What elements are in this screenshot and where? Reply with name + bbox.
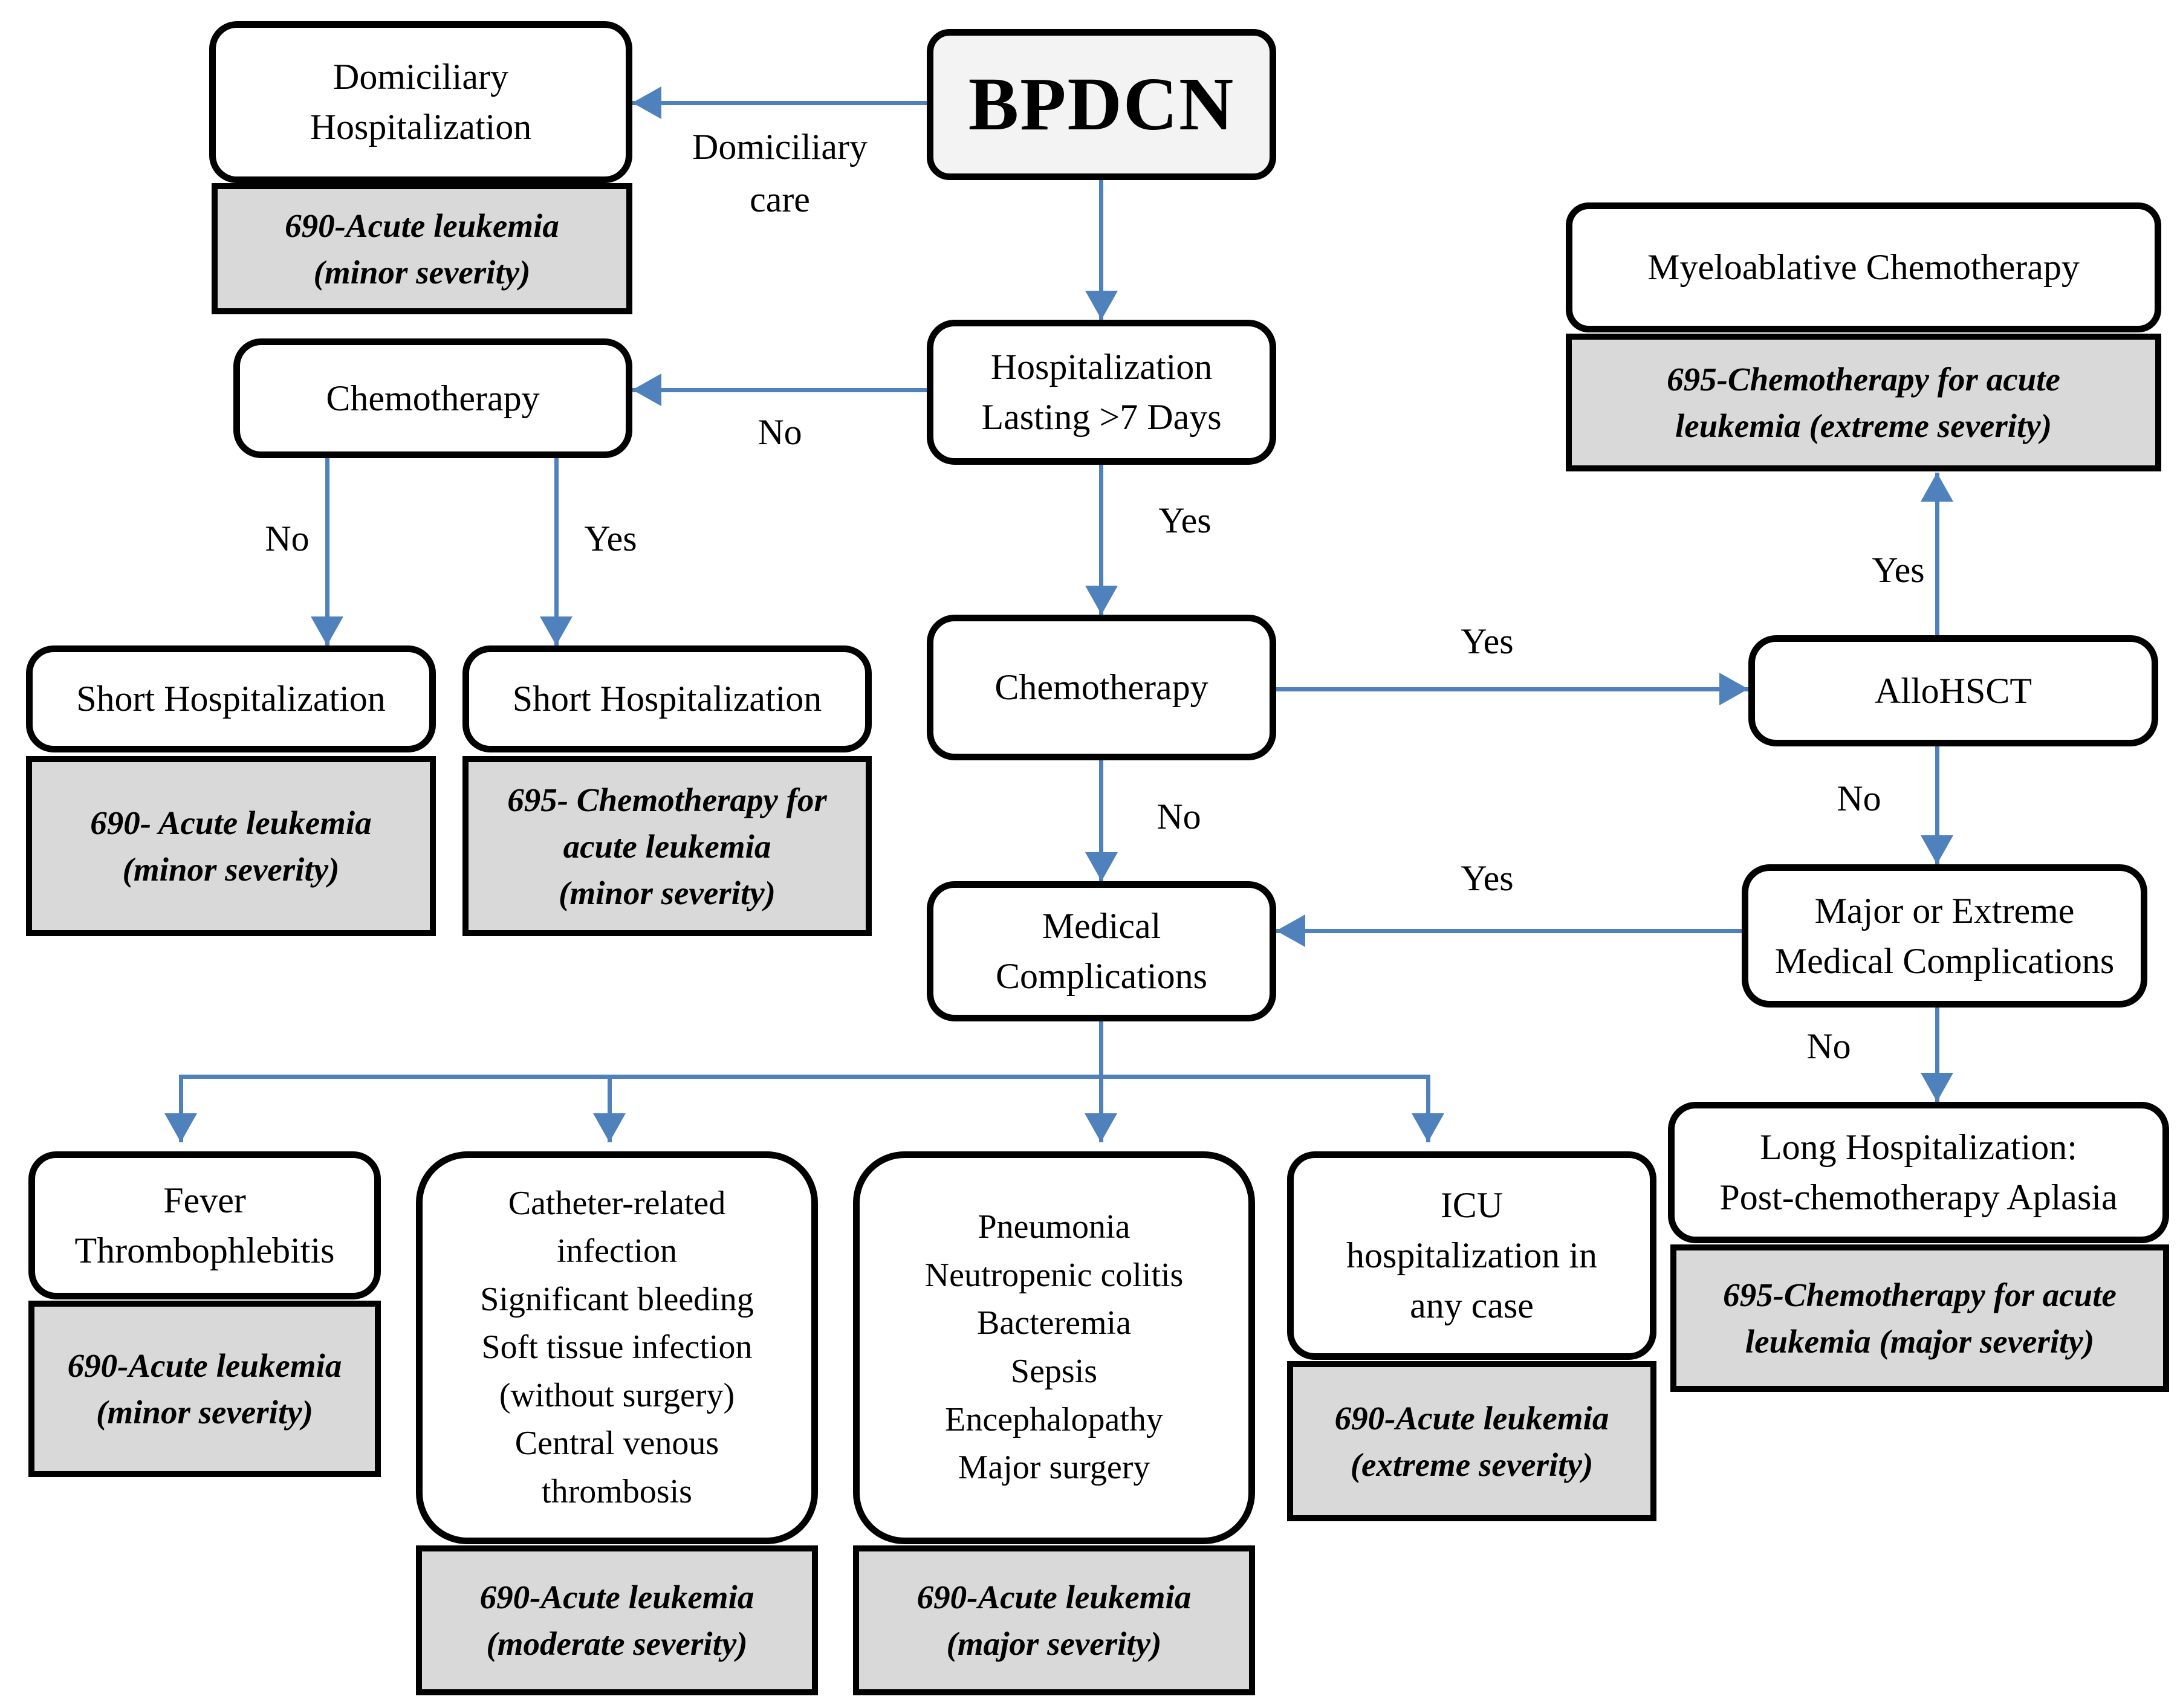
node-longhosp-label: Long Hospitalization: Post-chemotherapy … bbox=[1719, 1127, 2118, 1217]
drg-icu: 690-Acute leukemia (extreme severity) bbox=[1287, 1361, 1656, 1521]
edge-label-allohsct-no: No bbox=[1837, 778, 1881, 818]
node-allohsct-label: AlloHSCT bbox=[1874, 670, 2032, 711]
node-icu-label: ICU hospitalization in any case bbox=[1346, 1185, 1597, 1325]
node-allohsct: AlloHSCT bbox=[1748, 635, 2158, 746]
arrowhead-into-catheter-icon bbox=[593, 1113, 626, 1142]
node-chemotherapy-left: Chemotherapy bbox=[233, 338, 632, 458]
drg-pneumonia-label: 690-Acute leukemia (major severity) bbox=[916, 1579, 1192, 1662]
edge-bpdcn-to-domiciliary bbox=[632, 101, 927, 105]
drg-fever-label: 690-Acute leukemia (minor severity) bbox=[67, 1347, 342, 1431]
drg-fever: 690-Acute leukemia (minor severity) bbox=[28, 1301, 381, 1477]
edge-chemocenter-to-medcomp bbox=[1099, 759, 1103, 882]
edge-drop-pneumonia bbox=[1099, 1075, 1103, 1142]
drg-shorthosp1-label: 690- Acute leukemia (minor severity) bbox=[90, 804, 372, 888]
edge-label-major-no: No bbox=[1806, 1026, 1851, 1066]
drg-catheter-label: 690-Acute leukemia (moderate severity) bbox=[479, 1579, 754, 1662]
node-catheter-label: Catheter-related infection Significant b… bbox=[480, 1184, 754, 1510]
arrowhead-into-shorthosp2-icon bbox=[540, 616, 573, 645]
arrowhead-into-medcomp-down-icon bbox=[1085, 852, 1118, 881]
edge-label-chemoleft-yes: Yes bbox=[584, 519, 637, 558]
node-hosp7-label: Hospitalization Lasting >7 Days bbox=[981, 347, 1222, 437]
node-myelo-label: Myeloablative Chemotherapy bbox=[1647, 247, 2080, 288]
edge-label-domiciliary-care: Domiciliary care bbox=[692, 127, 868, 219]
arrowhead-into-allohsct-icon bbox=[1719, 673, 1748, 705]
arrowhead-into-longhosp-icon bbox=[1921, 1073, 1953, 1102]
node-fever-label: Fever Thrombophlebitis bbox=[74, 1180, 335, 1270]
edge-label-allohsct-yes: Yes bbox=[1872, 550, 1925, 590]
edge-label-hosp-yes: Yes bbox=[1158, 500, 1212, 540]
node-domiciliary-label: Domiciliary Hospitalization bbox=[310, 57, 532, 147]
drg-short-hospitalization-no-chemo: 690- Acute leukemia (minor severity) bbox=[26, 756, 436, 936]
node-hospitalization-7days: Hospitalization Lasting >7 Days bbox=[927, 320, 1276, 465]
drg-myeloablative: 695-Chemotherapy for acute leukemia (ext… bbox=[1566, 334, 2161, 471]
arrowhead-into-chemoleft-icon bbox=[632, 374, 661, 406]
drg-domiciliary-label: 690-Acute leukemia (minor severity) bbox=[285, 207, 559, 291]
edge-drop-icu bbox=[1426, 1075, 1430, 1142]
edge-splitter bbox=[179, 1075, 1430, 1079]
node-catheter-group: Catheter-related infection Significant b… bbox=[416, 1151, 818, 1544]
drg-domiciliary: 690-Acute leukemia (minor severity) bbox=[212, 183, 632, 314]
arrowhead-into-icu-icon bbox=[1412, 1113, 1444, 1142]
node-short-hospitalization-chemo: Short Hospitalization bbox=[462, 645, 872, 752]
drg-pneumonia: 690-Acute leukemia (major severity) bbox=[853, 1545, 1255, 1695]
edge-major-to-medcomp bbox=[1273, 929, 1743, 933]
edge-label-hosp-no: No bbox=[757, 412, 802, 452]
drg-catheter: 690-Acute leukemia (moderate severity) bbox=[416, 1545, 818, 1695]
edge-label-chemoleft-no: No bbox=[265, 519, 310, 558]
node-pneumonia-label: Pneumonia Neutropenic colitis Bacteremia… bbox=[924, 1208, 1184, 1487]
node-domiciliary-hospitalization: Domiciliary Hospitalization bbox=[209, 21, 632, 183]
drg-short-hospitalization-chemo: 695- Chemotherapy for acute leukemia (mi… bbox=[462, 756, 872, 936]
edge-chemoleft-no bbox=[325, 456, 329, 645]
node-major-label: Major or Extreme Medical Complications bbox=[1774, 890, 2115, 981]
arrowhead-into-medcomp-left-icon bbox=[1276, 914, 1305, 947]
node-bpdcn: BPDCN bbox=[927, 29, 1276, 180]
edge-allohsct-to-major bbox=[1935, 745, 1939, 865]
edge-chemoleft-yes bbox=[554, 456, 559, 645]
edge-medcomp-stub bbox=[1099, 1020, 1103, 1077]
arrowhead-into-hosp7-icon bbox=[1085, 291, 1118, 320]
edge-label-chemocenter-yes: Yes bbox=[1461, 621, 1514, 661]
arrowhead-into-pneumonia-icon bbox=[1085, 1113, 1117, 1142]
arrowhead-into-shorthosp1-icon bbox=[311, 616, 343, 645]
edge-chemocenter-to-allohsct bbox=[1276, 687, 1748, 691]
node-myeloablative-chemotherapy: Myeloablative Chemotherapy bbox=[1566, 202, 2161, 332]
edge-drop-catheter bbox=[608, 1075, 612, 1142]
node-shorthosp1-label: Short Hospitalization bbox=[76, 679, 386, 719]
node-medcomp-label: Medical Complications bbox=[996, 906, 1207, 996]
node-pneumonia-group: Pneumonia Neutropenic colitis Bacteremia… bbox=[853, 1151, 1255, 1544]
arrowhead-into-chemocenter-icon bbox=[1085, 586, 1118, 615]
edge-hosp7-to-chemocenter bbox=[1099, 462, 1103, 615]
node-fever-thrombophlebitis: Fever Thrombophlebitis bbox=[28, 1151, 381, 1299]
edge-label-major-yes: Yes bbox=[1461, 858, 1514, 898]
drg-long-hospitalization: 695-Chemotherapy for acute leukemia (maj… bbox=[1670, 1244, 2169, 1392]
edge-allohsct-to-myelo bbox=[1935, 473, 1939, 636]
edge-major-to-longhosp bbox=[1935, 1006, 1939, 1103]
node-chemoleft-label: Chemotherapy bbox=[326, 378, 540, 418]
node-shorthosp2-label: Short Hospitalization bbox=[512, 679, 822, 719]
drg-longhosp-label: 695-Chemotherapy for acute leukemia (maj… bbox=[1723, 1276, 2117, 1360]
arrowhead-into-major-icon bbox=[1921, 835, 1953, 864]
node-long-hospitalization: Long Hospitalization: Post-chemotherapy … bbox=[1668, 1102, 2169, 1243]
node-chemotherapy-center: Chemotherapy bbox=[927, 615, 1276, 760]
edge-bpdcn-to-hosp7 bbox=[1099, 178, 1103, 320]
node-medical-complications: Medical Complications bbox=[927, 881, 1276, 1021]
node-short-hospitalization-no-chemo: Short Hospitalization bbox=[26, 645, 436, 752]
node-major-or-extreme-complications: Major or Extreme Medical Complications bbox=[1742, 864, 2147, 1008]
arrowhead-into-fever-icon bbox=[164, 1113, 197, 1142]
edge-drop-fever bbox=[179, 1075, 183, 1142]
node-bpdcn-label: BPDCN bbox=[968, 62, 1235, 146]
edge-hosp7-to-chemoleft bbox=[632, 388, 927, 392]
edge-label-chemocenter-no: No bbox=[1157, 797, 1201, 836]
drg-myelo-label: 695-Chemotherapy for acute leukemia (ext… bbox=[1667, 361, 2060, 444]
drg-shorthosp2-label: 695- Chemotherapy for acute leukemia (mi… bbox=[507, 781, 827, 911]
node-icu-hospitalization: ICU hospitalization in any case bbox=[1287, 1151, 1656, 1360]
drg-icu-label: 690-Acute leukemia (extreme severity) bbox=[1334, 1399, 1609, 1483]
arrowhead-into-domiciliary-icon bbox=[632, 86, 661, 119]
node-chemocenter-label: Chemotherapy bbox=[994, 667, 1208, 708]
arrowhead-into-myelo-icon bbox=[1921, 473, 1953, 502]
